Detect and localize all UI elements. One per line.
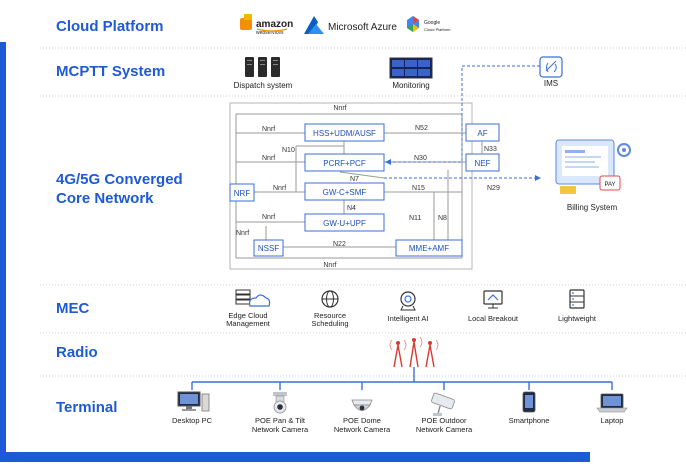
n7-link: [339, 171, 385, 179]
monitoring-label: Monitoring: [392, 81, 429, 90]
bottom-accent-bar: [0, 452, 590, 462]
core-links: [235, 113, 473, 259]
svg-text:HSS+UDM/AUSF: HSS+UDM/AUSF: [313, 129, 376, 138]
google-line2: Cloud Platform: [424, 27, 451, 32]
svg-text:NRF: NRF: [234, 189, 251, 198]
layer-title-core-line1: 4G/5G Converged: [56, 171, 183, 188]
left-accent-bar: [0, 42, 6, 462]
google-cloud-logo: Google Cloud Platform: [407, 16, 451, 32]
terminal-outdoor-line2: Network Camera: [416, 425, 473, 434]
dispatch-system-label: Dispatch system: [234, 81, 293, 90]
outdoor-camera-icon: [431, 392, 455, 416]
azure-wordmark: Microsoft Azure: [328, 22, 397, 33]
aws-logo: amazon webservices: [240, 14, 293, 36]
layer-title-terminal: Terminal: [56, 399, 118, 416]
mec-resource-line2: Scheduling: [311, 319, 348, 328]
label-n10: N10: [282, 147, 295, 154]
dashed-links: [384, 65, 541, 181]
aws-wordmark: amazon: [256, 19, 293, 30]
node-hss: HSS+UDM/AUSF: [304, 123, 385, 142]
google-line1: Google: [424, 20, 440, 26]
label-nnrf-bottom: Nnrf: [323, 262, 336, 269]
node-gwu: GW-U+UPF: [304, 213, 385, 232]
pay-tag: PAY: [604, 182, 615, 188]
terminal-ptz-line1: POE Pan & Tilt: [255, 416, 306, 425]
node-gwc: GW-C+SMF: [304, 182, 385, 201]
cloud-server-icon: [235, 289, 271, 307]
label-n33: N33: [484, 146, 497, 153]
node-nrf: NRF: [229, 183, 255, 202]
band-dividers: [40, 47, 686, 377]
mec-edge-line1: Edge Cloud: [228, 311, 267, 320]
laptop-icon: [596, 393, 628, 413]
label-nnrf-gwu: Nnrf: [262, 214, 275, 221]
label-n7: N7: [350, 176, 359, 183]
label-nnrf-gwc: Nnrf: [273, 185, 286, 192]
label-nnrf-pcrf: Nnrf: [262, 155, 275, 162]
aws-subword: webservices: [256, 30, 284, 36]
svg-text:NSSF: NSSF: [258, 244, 279, 253]
terminal-desktop-label: Desktop PC: [172, 416, 213, 425]
dispatch-servers-icon: [245, 57, 280, 77]
terminal-dome-line1: POE Dome: [343, 416, 381, 425]
layer-title-radio: Radio: [56, 344, 98, 361]
svg-text:MME+AMF: MME+AMF: [409, 244, 449, 253]
globe-icon: [321, 290, 339, 308]
node-mme: MME+AMF: [395, 239, 463, 257]
mec-breakout-line1: Local Breakout: [468, 314, 519, 323]
node-pcrf: PCRF+PCF: [304, 153, 385, 172]
label-n4: N4: [347, 205, 356, 212]
mec-resource-line1: Resource: [314, 311, 346, 320]
mec-edge-line2: Management: [226, 319, 271, 328]
terminal-laptop-label: Laptop: [601, 416, 624, 425]
label-n22: N22: [333, 241, 346, 248]
dome-camera-icon: [351, 399, 373, 411]
label-n52: N52: [415, 125, 428, 132]
layer-title-cloud: Cloud Platform: [56, 18, 164, 35]
interface-labels: Nnrf Nnrf N52 N10 Nnrf N30 N33 N7 Nnrf N…: [236, 105, 500, 269]
azure-logo: Microsoft Azure: [304, 16, 397, 34]
svg-text:GW-U+UPF: GW-U+UPF: [323, 219, 366, 228]
desktop-pc-icon: [177, 391, 210, 412]
ptz-camera-icon: [273, 392, 287, 414]
label-nnrf-nssf: Nnrf: [236, 230, 249, 237]
terminal-outdoor-line1: POE Outdoor: [421, 416, 467, 425]
node-nssf: NSSF: [253, 239, 284, 257]
breakout-icon: [483, 290, 503, 309]
label-n30: N30: [414, 155, 427, 162]
layer-title-mcptt: MCPTT System: [56, 63, 166, 80]
svg-text:NEF: NEF: [475, 159, 491, 168]
webcam-icon: [400, 291, 416, 311]
label-n29: N29: [487, 185, 500, 192]
mec-ai-line1: Intelligent AI: [388, 314, 429, 323]
server-rack-icon: [569, 289, 585, 309]
terminal-dome-line2: Network Camera: [334, 425, 391, 434]
label-n15: N15: [412, 185, 425, 192]
layer-title-core: 4G/5G Converged Core Network: [56, 170, 183, 208]
node-nef: NEF: [465, 153, 500, 172]
svg-text:GW-C+SMF: GW-C+SMF: [323, 188, 367, 197]
layer-title-mec: MEC: [56, 300, 90, 317]
terminal-ptz-line2: Network Camera: [252, 425, 309, 434]
label-n8: N8: [438, 215, 447, 222]
ims-icon: [539, 56, 563, 78]
radio-towers-icon: [389, 336, 439, 368]
label-nnrf-hss: Nnrf: [262, 126, 275, 133]
terminal-drops: [191, 382, 613, 390]
ims-label: IMS: [544, 79, 558, 88]
terminal-smartphone-label: Smartphone: [509, 416, 550, 425]
svg-text:AF: AF: [477, 129, 487, 138]
svg-text:PCRF+PCF: PCRF+PCF: [323, 159, 366, 168]
billing-system-illustration: PAY: [555, 139, 631, 194]
layer-title-core-line2: Core Network: [56, 190, 154, 207]
monitoring-wall-icon: [389, 57, 433, 79]
smartphone-icon: [522, 391, 536, 413]
mec-lightweight-line1: Lightweight: [558, 314, 597, 323]
node-af: AF: [465, 123, 500, 142]
label-nnrf-top: Nnrf: [333, 105, 346, 112]
billing-system-label: Billing System: [567, 203, 618, 212]
label-n11: N11: [409, 215, 421, 222]
